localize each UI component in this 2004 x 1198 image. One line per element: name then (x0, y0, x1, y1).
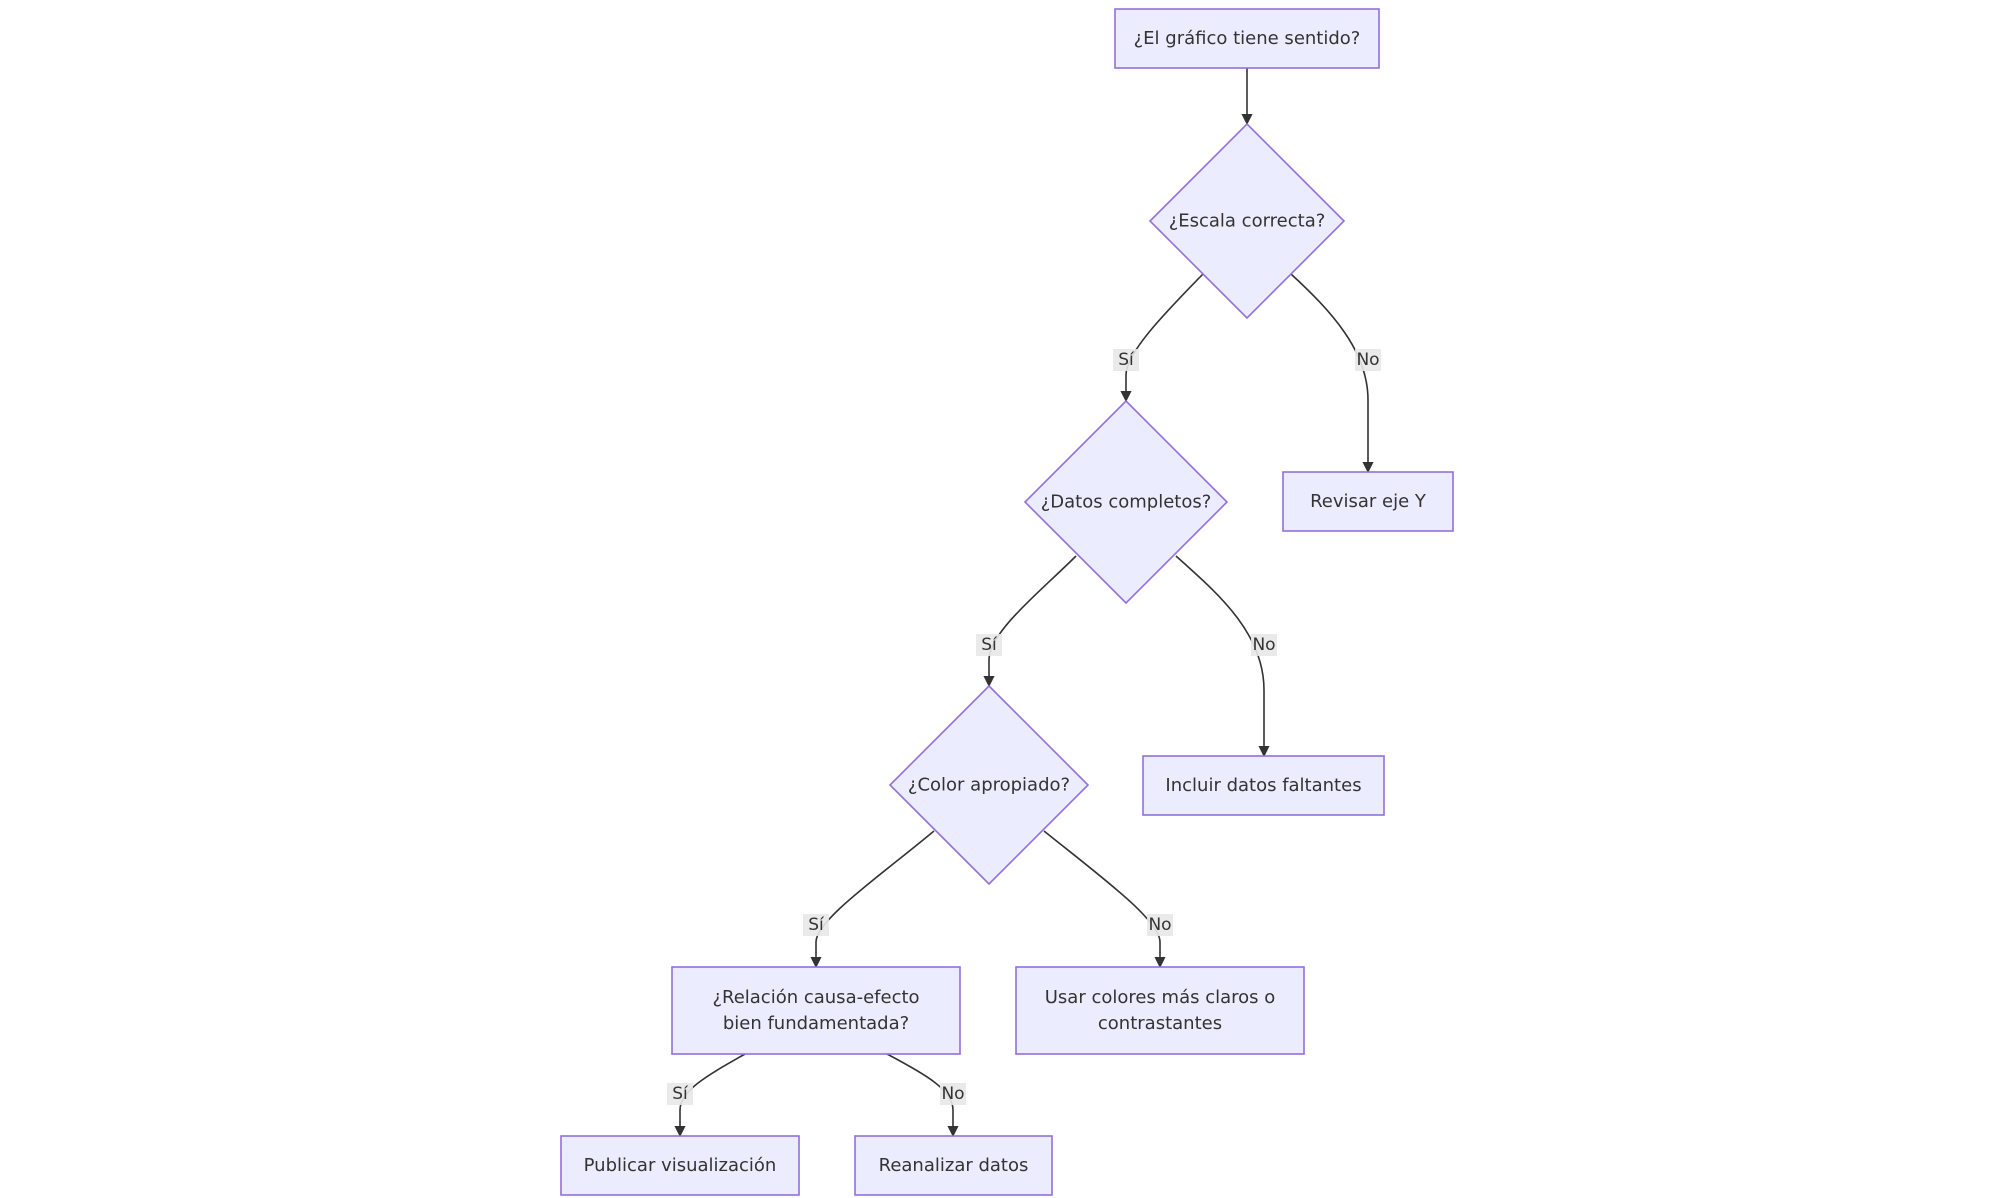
process-box (1114, 8, 1380, 69)
node-label: ¿Relación causa-efecto (712, 987, 919, 1008)
edge-label-background (1147, 914, 1173, 936)
edge-label: No (1251, 634, 1277, 656)
edge-label: Sí (976, 634, 1002, 656)
process-box (1015, 966, 1305, 1055)
node-label: ¿Escala correcta? (1169, 211, 1326, 232)
node-label: contrastantes (1098, 1013, 1222, 1034)
edge-n5-to-n7 (810, 830, 935, 969)
process-box (671, 966, 961, 1055)
edge-label: Sí (667, 1083, 693, 1105)
node-label: ¿Datos completos? (1041, 492, 1212, 513)
edge-label: Sí (1113, 349, 1139, 371)
edge-label-background (1113, 349, 1139, 371)
node-label: ¿Color apropiado? (908, 775, 1070, 796)
edge-label-background (940, 1083, 966, 1105)
nodes-layer: ¿El gráfico tiene sentido? ¿Escala correc… (560, 8, 1454, 1196)
decision-diamond (1023, 399, 1229, 605)
node-label: Revisar eje Y (1310, 491, 1427, 512)
edge-label-text: No (1252, 635, 1275, 655)
edge-label: Sí (803, 914, 829, 936)
decision-node-n2: ¿Escala correcta? (1148, 122, 1346, 320)
node-label: Publicar visualización (584, 1155, 777, 1176)
process-node-n8: Usar colores más claros o contrastantes (1015, 966, 1305, 1055)
edge-label-background (1355, 349, 1381, 371)
edge-n7-to-n9 (674, 1053, 746, 1138)
edge-n2-to-n4 (1290, 273, 1374, 474)
node-label: ¿El gráfico tiene sentido? (1134, 28, 1361, 49)
process-node-n10: Reanalizar datos (854, 1135, 1053, 1196)
decision-diamond (888, 684, 1090, 886)
edge-label-background (667, 1083, 693, 1105)
edge-n5-to-n8 (1043, 830, 1166, 969)
edge-label-text: Sí (672, 1084, 689, 1104)
edge-label-text: No (1148, 915, 1171, 935)
edge-label-background (1251, 634, 1277, 656)
edge-n2-to-n3 (1120, 273, 1204, 403)
edge-n3-to-n5 (983, 555, 1077, 688)
process-box (1282, 471, 1454, 532)
node-label: Reanalizar datos (879, 1155, 1029, 1176)
process-box (854, 1135, 1053, 1196)
edge-label-background (803, 914, 829, 936)
edge-label-text: No (941, 1084, 964, 1104)
edge-n7-to-n10 (886, 1053, 959, 1138)
process-node-n6: Incluir datos faltantes (1142, 755, 1385, 816)
edge-label: No (1147, 914, 1173, 936)
edge-label-text: Sí (808, 915, 825, 935)
edge-label: No (1355, 349, 1381, 371)
edge-label-text: No (1356, 350, 1379, 370)
process-node-n1: ¿El gráfico tiene sentido? (1114, 8, 1380, 69)
decision-diamond (1148, 122, 1346, 320)
process-node-n7: ¿Relación causa-efecto bien fundamentada? (671, 966, 961, 1055)
edge-n3-to-n6 (1175, 555, 1270, 758)
process-box (560, 1135, 800, 1196)
decision-node-n3: ¿Datos completos? (1023, 399, 1229, 605)
node-label: Usar colores más claros o (1045, 987, 1276, 1008)
edge-label: No (940, 1083, 966, 1105)
node-label: Incluir datos faltantes (1165, 775, 1361, 796)
edge-label-text: Sí (981, 635, 998, 655)
edge-label-text: Sí (1118, 350, 1135, 370)
edge-label-background (976, 634, 1002, 656)
node-label: bien fundamentada? (723, 1013, 909, 1034)
process-node-n4: Revisar eje Y (1282, 471, 1454, 532)
edges-layer (674, 68, 1374, 1138)
process-node-n9: Publicar visualización (560, 1135, 800, 1196)
process-box (1142, 755, 1385, 816)
decision-node-n5: ¿Color apropiado? (888, 684, 1090, 886)
